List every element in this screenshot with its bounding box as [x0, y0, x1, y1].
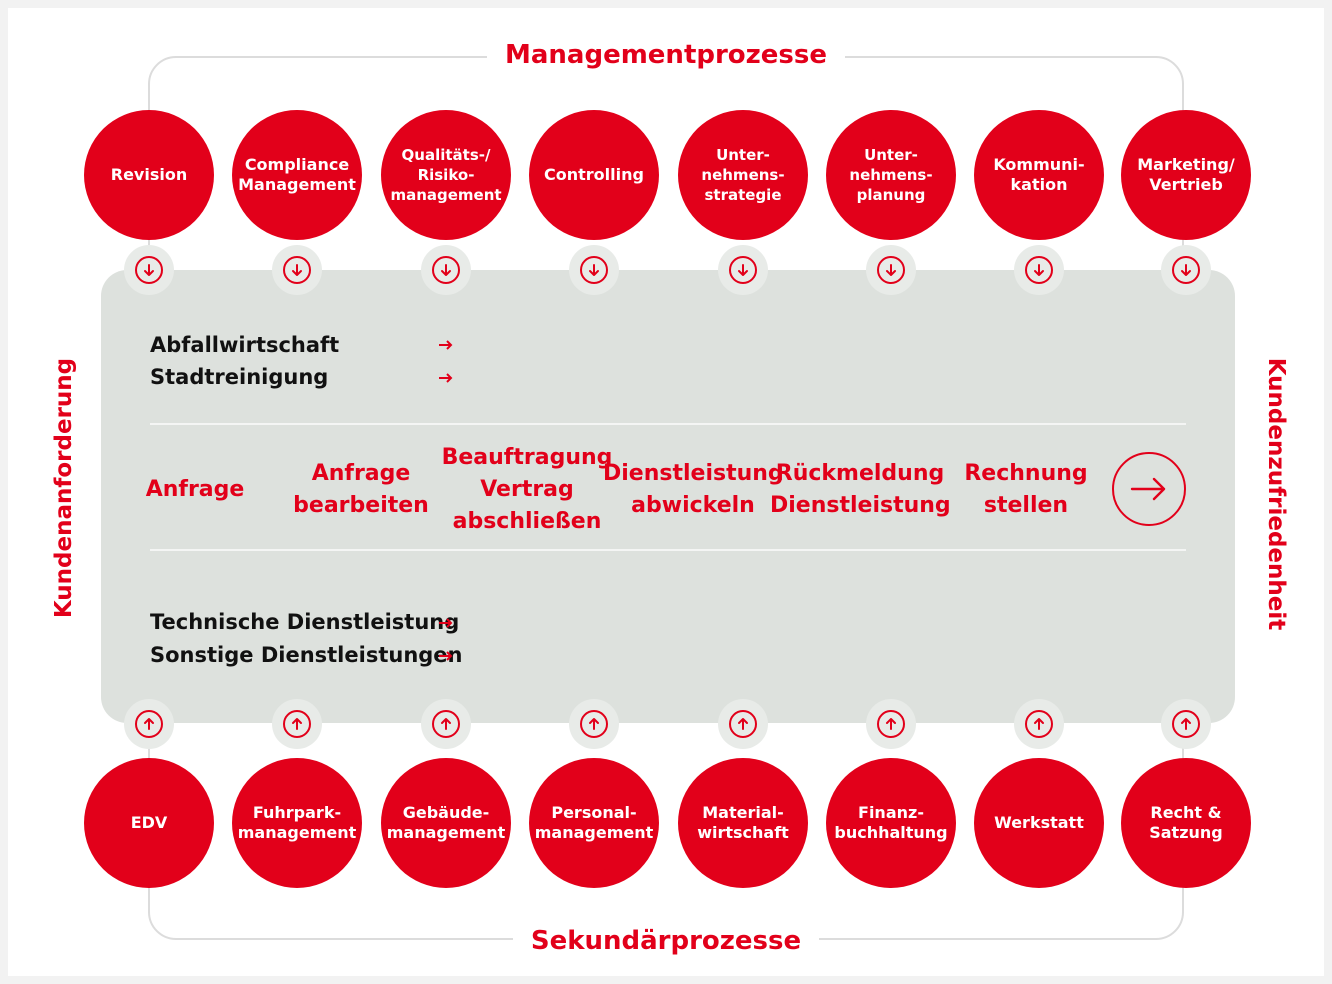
management-process-marketing-vertrieb: Marketing/ Vertrieb — [1121, 110, 1251, 240]
management-process-controlling: Controlling — [529, 110, 659, 240]
secondary-process-recht-satzung: Recht & Satzung — [1121, 758, 1251, 888]
secondary-process-personal-management: Personal- management — [529, 758, 659, 888]
core-line-other: Sonstige Dienstleistungen — [150, 643, 463, 667]
step-dienstleistung-abwickeln: Dienstleistung abwickeln — [603, 461, 784, 518]
secondary-process-material-wirtschaft: Material- wirtschaft — [678, 758, 808, 888]
management-process-qualitäts-risiko-management: Qualitäts-/ Risiko- management — [381, 110, 511, 240]
customer-requirement-label: Kundenanforderung — [51, 357, 77, 619]
arrow-down-circle-icon — [1161, 245, 1211, 295]
management-process-unter-nehmens-planung: Unter- nehmens- planung — [826, 110, 956, 240]
step-anfrage-bearbeiten: Anfrage bearbeiten — [293, 461, 429, 518]
step-rechnung: Rechnung stellen — [964, 461, 1088, 518]
arrow-right-icon — [439, 651, 453, 661]
management-process-revision: Revision — [84, 110, 214, 240]
customer-satisfaction-label: Kundenzufriedenheit — [1263, 357, 1289, 631]
arrow-right-circle-icon — [1112, 452, 1186, 526]
secondary-process-edv: EDV — [84, 758, 214, 888]
arrow-down-circle-icon — [124, 245, 174, 295]
arrow-up-circle-icon — [1161, 699, 1211, 749]
arrow-right-icon — [439, 618, 453, 628]
arrow-up-circle-icon — [421, 699, 471, 749]
arrow-up-circle-icon — [1014, 699, 1064, 749]
step-beauftragung: Beauftragung Vertrag abschließen — [441, 445, 613, 534]
arrow-down-circle-icon — [421, 245, 471, 295]
management-process-kommuni-kation: Kommuni- kation — [974, 110, 1104, 240]
step-rueckmeldung: Rückmeldung Dienstleistung — [770, 461, 951, 518]
arrow-up-circle-icon — [124, 699, 174, 749]
core-line-technical: Technische Dienstleistung — [150, 610, 460, 634]
divider-bottom — [150, 549, 1186, 551]
secondary-process-fuhrpark-management: Fuhrpark- management — [232, 758, 362, 888]
core-line-waste: Abfallwirtschaft — [150, 333, 340, 357]
arrow-up-circle-icon — [718, 699, 768, 749]
secondary-process-werkstatt: Werkstatt — [974, 758, 1104, 888]
arrow-down-circle-icon — [1014, 245, 1064, 295]
core-process-panel — [101, 270, 1235, 723]
secondary-process-finanz-buchhaltung: Finanz- buchhaltung — [826, 758, 956, 888]
arrow-down-circle-icon — [569, 245, 619, 295]
arrow-down-circle-icon — [866, 245, 916, 295]
arrow-right-icon — [439, 373, 453, 383]
management-process-compliance-management: Compliance Management — [232, 110, 362, 240]
management-process-unter-nehmens-strategie: Unter- nehmens- strategie — [678, 110, 808, 240]
arrow-up-circle-icon — [569, 699, 619, 749]
divider-top — [150, 423, 1186, 425]
core-line-cleaning: Stadtreinigung — [150, 365, 329, 389]
arrow-down-circle-icon — [718, 245, 768, 295]
arrow-up-circle-icon — [272, 699, 322, 749]
secondary-process-gebäude-management: Gebäude- management — [381, 758, 511, 888]
step-anfrage: Anfrage — [145, 477, 245, 502]
arrow-right-icon — [439, 340, 453, 350]
arrow-up-circle-icon — [866, 699, 916, 749]
arrow-down-circle-icon — [272, 245, 322, 295]
